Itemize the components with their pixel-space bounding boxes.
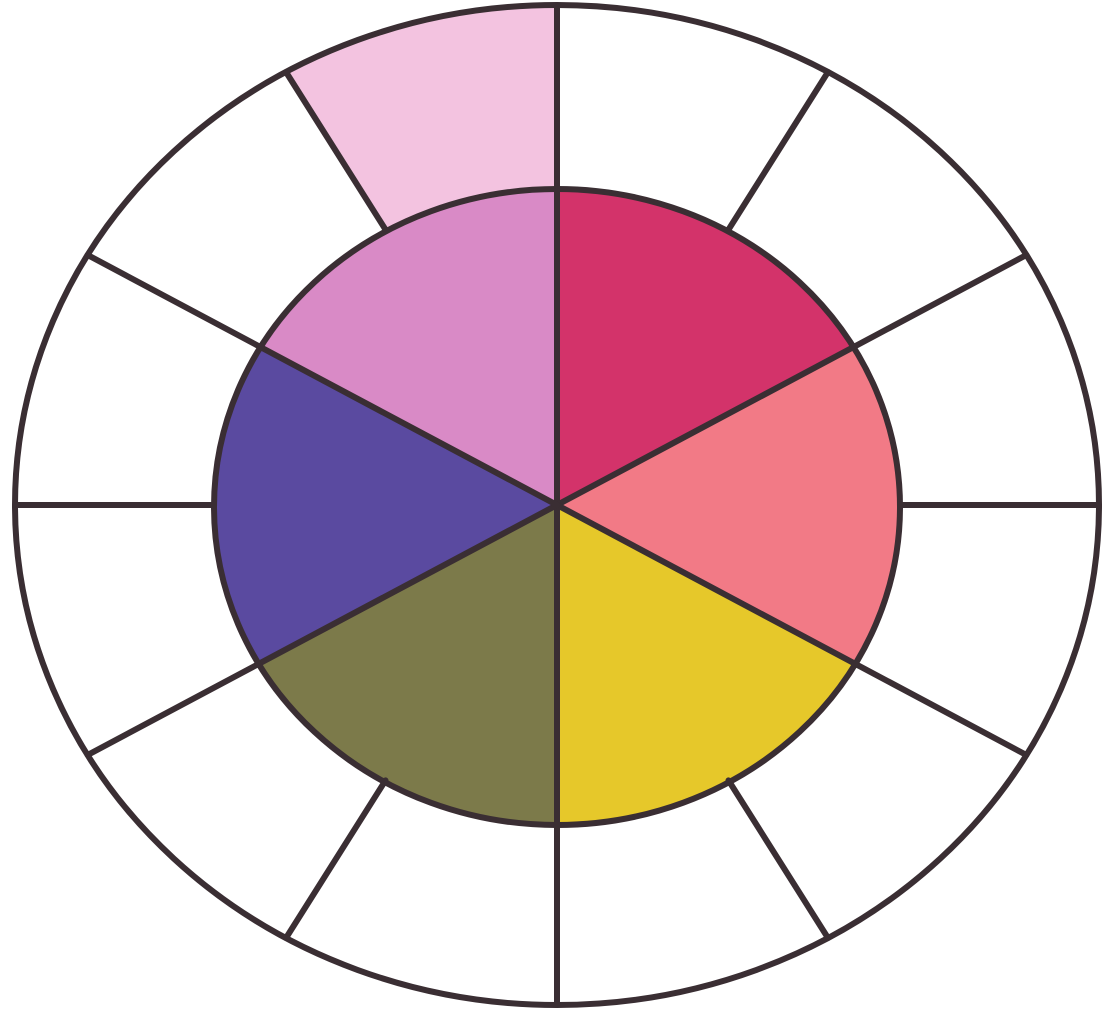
color-wheel [0,0,1105,1012]
